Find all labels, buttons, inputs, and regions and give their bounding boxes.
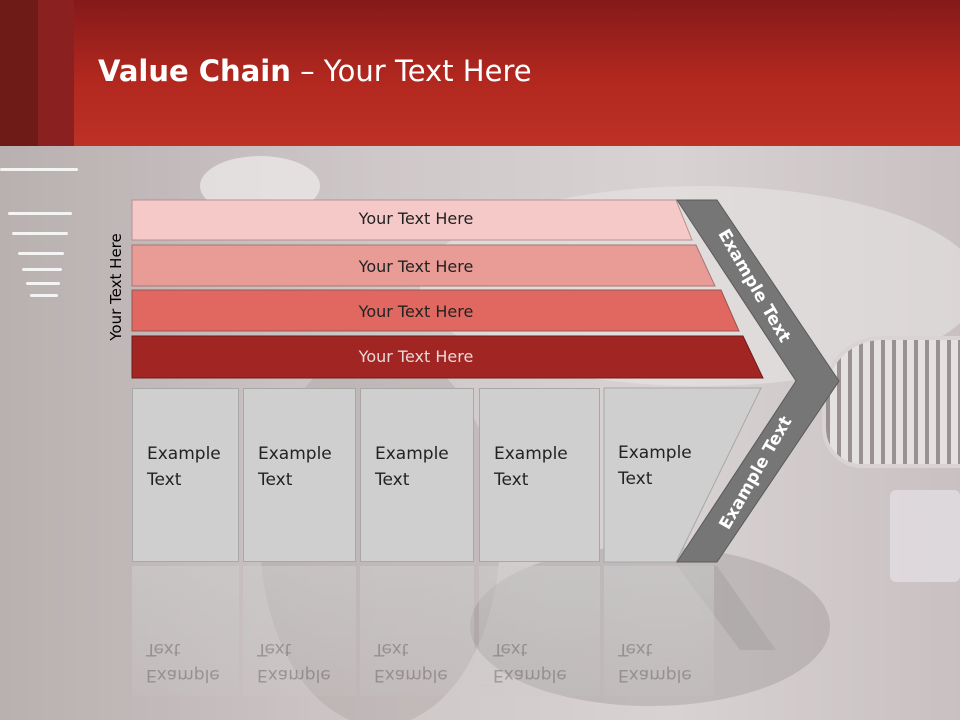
header-accent-strip	[38, 0, 74, 146]
license-plate-area	[890, 490, 960, 582]
box-line-1: Example	[494, 444, 568, 464]
box-line-1: Example	[257, 665, 331, 685]
background-light-streak	[8, 212, 72, 215]
slide-title-bold: Value Chain	[98, 54, 291, 88]
box-line-1: Example	[147, 444, 221, 464]
slide-title-rest: – Your Text Here	[290, 54, 532, 88]
activity-box-5-reflection: Example Text	[604, 566, 714, 696]
box-line-2: Text	[494, 470, 529, 490]
reflection-fade: Example Text	[360, 566, 474, 696]
box-line-2: Text	[493, 639, 528, 659]
background-light-streak	[22, 268, 62, 271]
background-light-streak	[26, 282, 60, 285]
reflection-text: Example Text	[374, 636, 448, 688]
reflection-fade: Example Text	[479, 566, 600, 696]
reflection-text: Example Text	[618, 636, 692, 688]
box-5-shape[interactable]	[603, 387, 762, 563]
box-line-2: Text	[618, 469, 653, 489]
box-line-1: Example	[493, 665, 567, 685]
box-line-2: Text	[375, 470, 410, 490]
slide-title: Value Chain – Your Text Here	[98, 54, 532, 88]
bar-4-label: Your Text Here	[358, 347, 474, 366]
header-accent-strip	[0, 0, 38, 146]
chain-bar-4[interactable]	[131, 335, 764, 379]
reflection-text: Example Text	[146, 636, 220, 688]
box-line-1: Example	[618, 665, 692, 685]
background-light-streak	[30, 294, 58, 297]
box-line-1: Example	[375, 444, 449, 464]
reflection-text: Example Text	[493, 636, 567, 688]
box-line-2: Text	[146, 639, 181, 659]
title-bar: Value Chain – Your Text Here	[0, 0, 960, 146]
chevron-arrow[interactable]	[676, 199, 840, 563]
car-grille	[822, 336, 960, 468]
reflection-fade: Example Text	[243, 566, 356, 696]
bar-2-label: Your Text Here	[358, 257, 474, 276]
box-line-2: Text	[374, 639, 409, 659]
box-line-2: Text	[618, 639, 653, 659]
chain-bar-1[interactable]	[131, 199, 693, 241]
bar-3-label: Your Text Here	[358, 302, 474, 321]
box-line-2: Text	[147, 470, 182, 490]
box-line-1: Example	[258, 444, 332, 464]
chain-bar-2[interactable]	[131, 244, 716, 287]
box-line-2: Text	[258, 470, 293, 490]
vertical-side-label: Your Text Here	[107, 233, 125, 341]
activity-box-3-reflection: Example Text	[360, 566, 474, 696]
background-light-streak	[0, 168, 78, 171]
activity-box-1-reflection: Example Text	[132, 566, 239, 696]
box-line-2: Text	[257, 639, 292, 659]
activity-box-2-reflection: Example Text	[243, 566, 356, 696]
activity-box-4-reflection: Example Text	[479, 566, 600, 696]
background-light-streak	[12, 232, 68, 235]
bar-1-label: Your Text Here	[358, 209, 474, 228]
box-line-1: Example	[618, 443, 692, 463]
reflection-text: Example Text	[257, 636, 331, 688]
box-line-1: Example	[374, 665, 448, 685]
background-light-streak	[18, 252, 64, 255]
reflection-fade: Example Text	[132, 566, 239, 696]
chain-bar-3[interactable]	[131, 289, 740, 332]
box-line-1: Example	[146, 665, 220, 685]
reflection-fade: Example Text	[604, 566, 714, 696]
